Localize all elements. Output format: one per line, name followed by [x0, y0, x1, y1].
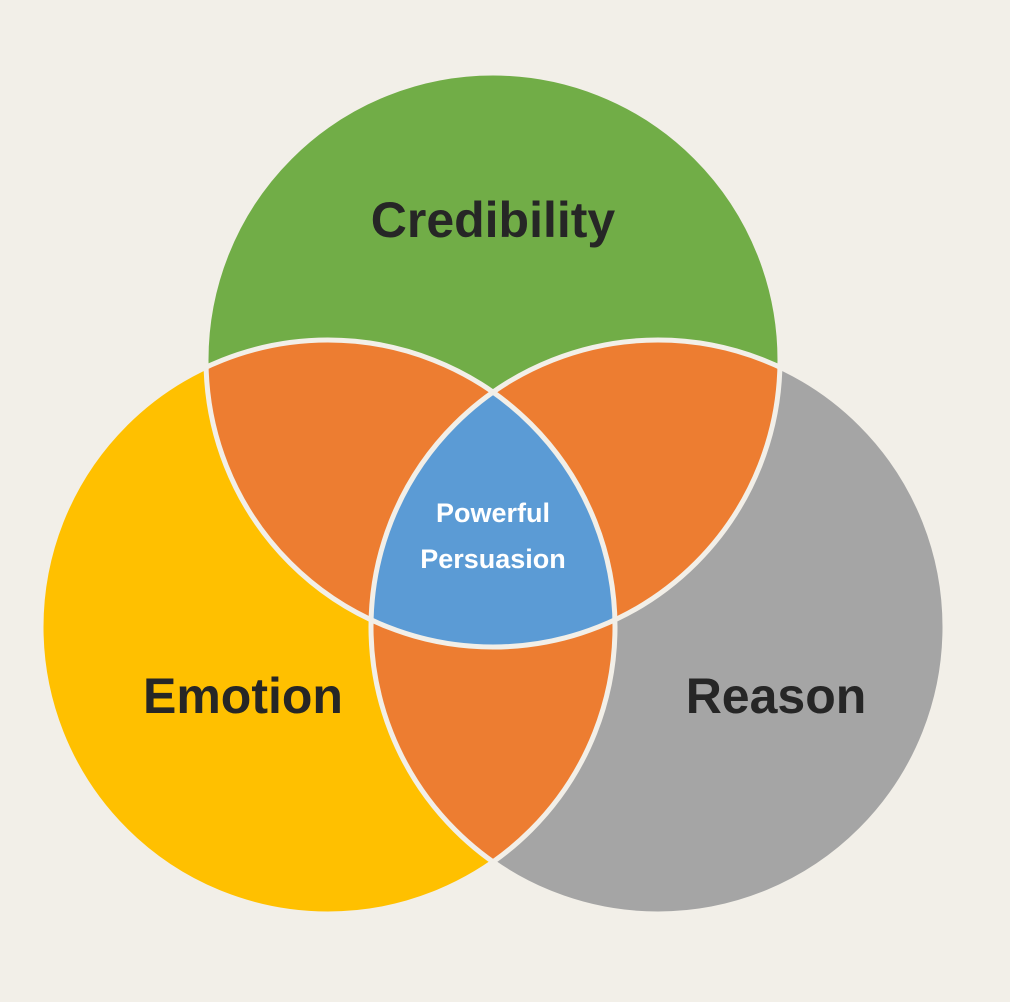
label-credibility: Credibility [371, 192, 616, 248]
label-center-line-2: Persuasion [420, 544, 566, 574]
circle-outlines [38, 70, 948, 917]
label-reason: Reason [686, 668, 867, 724]
label-emotion: Emotion [143, 668, 343, 724]
outline-emotion [38, 337, 618, 917]
outline-credibility [203, 70, 783, 650]
label-center-line-1: Powerful [436, 498, 550, 528]
overlap-center [371, 340, 615, 647]
outline-reason [368, 337, 948, 917]
